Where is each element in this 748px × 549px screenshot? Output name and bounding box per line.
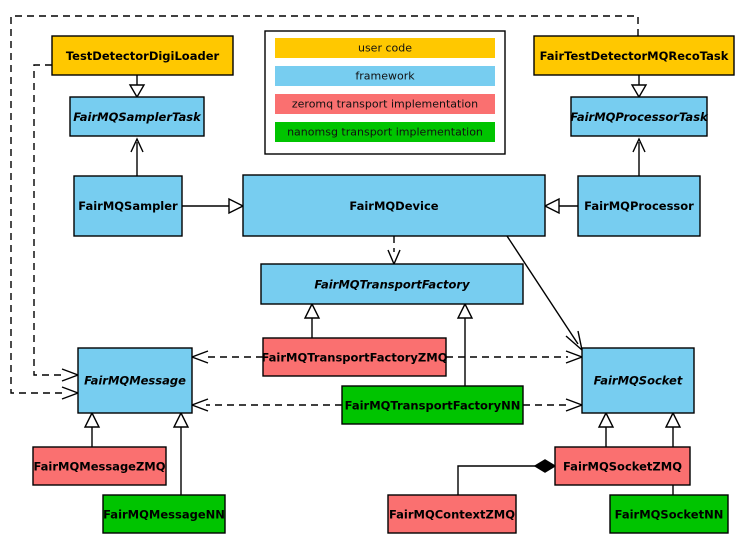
node-label: TestDetectorDigiLoader xyxy=(66,49,220,63)
node-box[interactable] xyxy=(73,175,183,237)
edge-sampler-device xyxy=(182,197,245,215)
node-label: FairMQSamplerTask xyxy=(73,110,202,124)
edge-messagenn-message xyxy=(172,411,190,495)
legend: user code framework zeromq transport imp… xyxy=(264,30,506,155)
edge-recotask-processortask xyxy=(630,75,648,99)
legend-swatch-framework xyxy=(275,66,495,86)
node-layer: TestDetectorDigiLoader FairTestDetectorM… xyxy=(32,35,735,534)
edge-sampler-samplertask xyxy=(130,137,144,176)
node-fairmqcontextzmq[interactable]: FairMQContextZMQ xyxy=(387,494,517,534)
node-label: FairMQProcessor xyxy=(584,199,694,213)
node-fairmqmessagenn[interactable]: FairMQMessageNN xyxy=(102,494,226,534)
node-fairmqtransportfactoryzmq[interactable]: FairMQTransportFactoryZMQ xyxy=(261,337,448,377)
node-label: FairMQContextZMQ xyxy=(389,508,515,522)
node-box[interactable] xyxy=(77,347,193,414)
edge-tfnn-transportfactory xyxy=(456,302,474,386)
node-box[interactable] xyxy=(577,175,701,237)
node-label: FairMQTransportFactory xyxy=(314,278,470,292)
legend-item-framework: framework xyxy=(275,66,495,86)
edge-tfnn-message xyxy=(190,398,342,412)
node-box[interactable] xyxy=(32,446,167,486)
node-box[interactable] xyxy=(260,263,524,305)
node-box[interactable] xyxy=(609,494,729,534)
legend-item-zeromq: zeromq transport implementation xyxy=(275,94,495,114)
node-label: FairMQMessageNN xyxy=(103,508,225,522)
legend-swatch-user-code xyxy=(275,38,495,58)
node-label: FairMQMessage xyxy=(84,374,186,388)
node-label: FairTestDetectorMQRecoTask xyxy=(540,49,729,63)
legend-label-user-code: user code xyxy=(358,42,412,55)
node-fairmqtransportfactorynn[interactable]: FairMQTransportFactoryNN xyxy=(341,385,524,425)
legend-label-nanomsg: nanomsg transport implementation xyxy=(287,126,483,139)
node-box[interactable] xyxy=(341,385,524,425)
node-fairmqtransportfactory[interactable]: FairMQTransportFactory xyxy=(260,263,524,305)
node-box[interactable] xyxy=(51,35,234,76)
node-fairmqmessage[interactable]: FairMQMessage xyxy=(77,347,193,414)
node-fairmqsamplertask[interactable]: FairMQSamplerTask xyxy=(69,96,205,137)
legend-label-framework: framework xyxy=(355,70,415,83)
node-box[interactable] xyxy=(533,35,735,76)
edge-digiloader-samplertask xyxy=(128,75,146,99)
edge-layer xyxy=(10,15,682,495)
node-fairmqprocessor[interactable]: FairMQProcessor xyxy=(577,175,701,237)
edge-socketzmq-contextzmq xyxy=(457,459,557,495)
edge-tfzmq-socket xyxy=(446,350,584,364)
edge-device-transportfactory xyxy=(387,236,401,266)
node-label: FairMQProcessorTask xyxy=(570,110,709,124)
legend-item-user-code: user code xyxy=(275,38,495,58)
edge-tfnn-socket xyxy=(523,398,584,412)
node-label: FairMQSocketNN xyxy=(615,508,724,522)
node-box[interactable] xyxy=(69,96,205,137)
node-fairmqsocketnn[interactable]: FairMQSocketNN xyxy=(609,494,729,534)
edge-processor-processortask xyxy=(632,137,646,176)
edge-messagezmq-message xyxy=(83,411,101,447)
node-fairmqsampler[interactable]: FairMQSampler xyxy=(73,175,183,237)
node-box[interactable] xyxy=(262,337,447,377)
edge-tfzmq-transportfactory xyxy=(303,302,321,338)
legend-swatch-nanomsg xyxy=(275,122,495,142)
node-box[interactable] xyxy=(387,494,517,534)
node-label: FairMQSocket xyxy=(594,374,683,388)
node-box[interactable] xyxy=(242,174,546,237)
edge-tfzmq-message xyxy=(190,350,263,364)
node-label: FairMQTransportFactoryZMQ xyxy=(261,351,447,365)
legend-swatch-zeromq xyxy=(275,94,495,114)
node-fairmqprocessortask[interactable]: FairMQProcessorTask xyxy=(570,96,709,137)
node-testdetectordigiloader[interactable]: TestDetectorDigiLoader xyxy=(51,35,234,76)
edge-processor-device xyxy=(543,197,578,215)
node-box[interactable] xyxy=(581,347,695,414)
legend-item-nanomsg: nanomsg transport implementation xyxy=(275,122,495,142)
node-box[interactable] xyxy=(554,446,691,486)
node-fairmqmessagezmq[interactable]: FairMQMessageZMQ xyxy=(32,446,167,486)
node-fairmqsocketzmq[interactable]: FairMQSocketZMQ xyxy=(554,446,691,486)
node-label: FairMQTransportFactoryNN xyxy=(345,399,521,413)
node-fairtestdetectormqrecotask[interactable]: FairTestDetectorMQRecoTask xyxy=(533,35,735,76)
node-fairmqsocket[interactable]: FairMQSocket xyxy=(581,347,695,414)
node-box[interactable] xyxy=(102,494,226,534)
node-label: FairMQSocketZMQ xyxy=(563,460,682,474)
node-label: FairMQDevice xyxy=(349,199,438,213)
node-fairmqdevice[interactable]: FairMQDevice xyxy=(242,174,546,237)
edge-socketzmq-socket xyxy=(597,411,615,447)
node-box[interactable] xyxy=(570,96,708,137)
node-label: FairMQMessageZMQ xyxy=(33,460,165,474)
node-label: FairMQSampler xyxy=(78,199,178,213)
legend-label-zeromq: zeromq transport implementation xyxy=(292,98,478,111)
